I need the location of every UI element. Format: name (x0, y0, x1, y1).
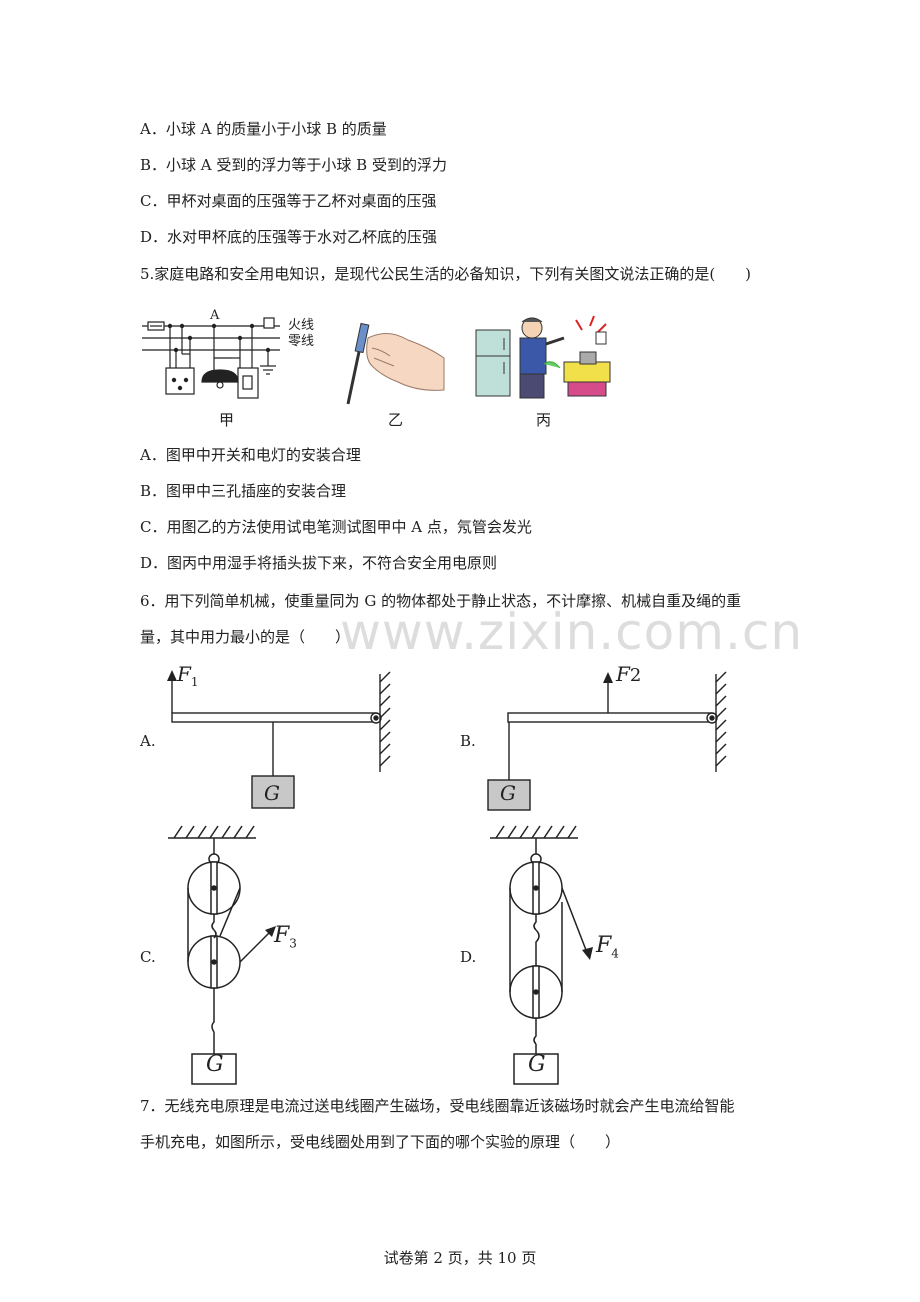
lever-b-diagram (487, 671, 727, 811)
circuit-diagram-jia (142, 317, 280, 399)
force-f3-label: F3 (274, 923, 297, 951)
q6-stem-line1: 6．用下列简单机械，使重量同为 G 的物体都处于静止状态，不计摩擦、机械自重及绳… (140, 592, 742, 610)
q7-stem-line2: 手机充电，如图所示，受电线圈处用到了下面的哪个实验的原理（ ） (140, 1133, 621, 1151)
q6-label-a: A. (140, 732, 156, 750)
watermark: www.zixin.com.cn (340, 603, 804, 661)
q4-option-d: D．水对甲杯底的压强等于水对乙杯底的压强 (140, 228, 438, 246)
q6-stem-line2: 量，其中用力最小的是（ ） (140, 628, 351, 646)
q6-label-c: C. (140, 948, 156, 966)
caption-jia: 甲 (219, 411, 235, 429)
neutral-wire-label: 零线 (288, 334, 315, 349)
wet-hand-figure-bing (475, 315, 611, 399)
q6-label-d: D. (460, 948, 477, 966)
caption-yi: 乙 (388, 411, 404, 429)
pulley-c-diagram (168, 825, 276, 1085)
weight-a-label: G (264, 781, 280, 805)
q5-option-c: C．用图乙的方法使用试电笔测试图甲中 A 点，氖管会发光 (140, 518, 532, 536)
force-f4-label: F4 (596, 933, 619, 961)
test-pen-figure-yi (346, 322, 445, 405)
weight-d-label: G (528, 1052, 546, 1077)
q7-stem-line1: 7．无线充电原理是电流过送电线圈产生磁场，受电线圈靠近该磁场时就会产生电流给智能 (140, 1097, 735, 1115)
point-a-label: A (210, 308, 220, 323)
q4-option-b: B．小球 A 受到的浮力等于小球 B 受到的浮力 (140, 156, 447, 174)
weight-c-label: G (206, 1052, 224, 1077)
page-footer: 试卷第 2 页，共 10 页 (383, 1249, 537, 1267)
weight-b-label: G (500, 781, 516, 805)
q5-stem: 5.家庭电路和安全用电知识，是现代公民生活的必备知识，下列有关图文说法正确的是(… (140, 265, 752, 283)
q6-label-b: B. (460, 732, 476, 750)
lever-a-diagram (167, 670, 391, 809)
live-wire-label: 火线 (288, 318, 315, 333)
q5-option-b: B．图甲中三孔插座的安装合理 (140, 482, 347, 500)
q5-option-d: D．图丙中用湿手将插头拔下来，不符合安全用电原则 (140, 554, 498, 572)
pulley-d-diagram (490, 825, 593, 1085)
q5-option-a: A．图甲中开关和电灯的安装合理 (140, 446, 361, 464)
q4-option-c: C．甲杯对桌面的压强等于乙杯对桌面的压强 (140, 192, 437, 210)
force-f2-label: F2 (616, 662, 642, 686)
q4-option-a: A．小球 A 的质量小于小球 B 的质量 (140, 120, 387, 138)
caption-bing: 丙 (536, 411, 552, 429)
force-f1-label: F1 (177, 662, 199, 689)
